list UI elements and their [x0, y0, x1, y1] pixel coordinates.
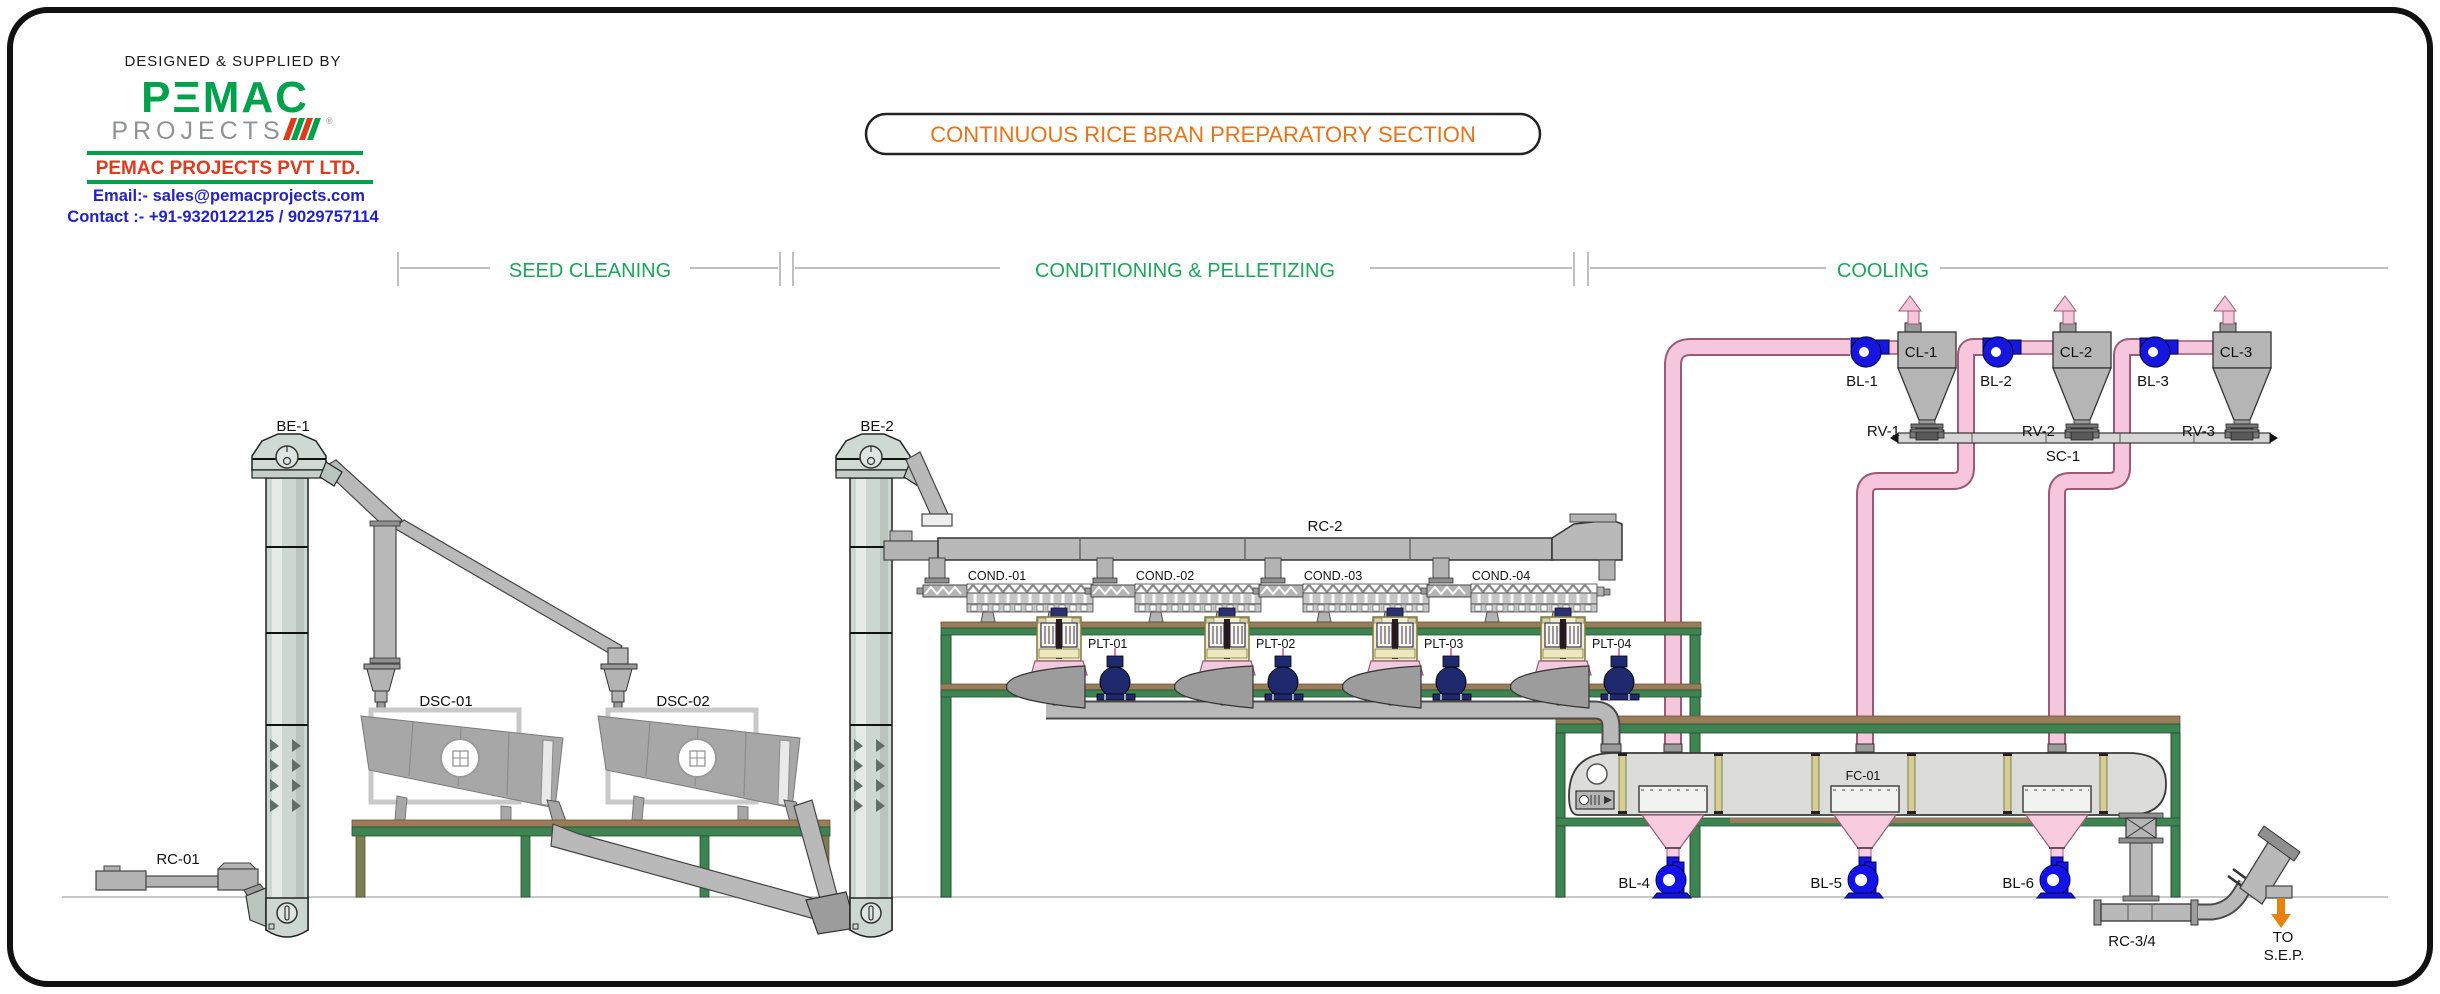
pink-air-pipes: [1664, 338, 2214, 753]
be1-label: BE-1: [276, 418, 309, 435]
bl6-label: BL-6: [2002, 875, 2034, 892]
rc34-label: RC-3/4: [2108, 933, 2156, 950]
destoner-table: [351, 819, 831, 898]
plt03-label: PLT-03: [1424, 637, 1463, 651]
cooler-sight-glass: [1586, 763, 1608, 785]
bl2-label: BL-2: [1980, 373, 2012, 390]
to-sep-label-line1: TO: [2273, 929, 2294, 946]
rc2-label: RC-2: [1307, 518, 1342, 535]
rc2-spout-2: [1092, 557, 1118, 584]
sc1-label: SC-1: [2046, 448, 2080, 465]
cl3-label: CL-3: [2220, 344, 2253, 361]
bl2-suction-pipe: [1858, 340, 1985, 753]
section-cooling: COOLING: [1837, 260, 1929, 282]
cooler-discharge-assembly: [2118, 812, 2164, 902]
title-banner: CONTINUOUS RICE BRAN PREPARATORY SECTION: [864, 112, 1542, 156]
conveyor-rc2: [883, 513, 1623, 581]
cl1-label: CL-1: [1905, 344, 1938, 361]
cond04-label: COND.-04: [1472, 569, 1530, 583]
rc2-spout-4: [1428, 557, 1454, 584]
sep-transfer-chute: [2198, 825, 2301, 921]
bl3-suction-pipe: [2050, 340, 2142, 753]
cooling-post-right: [2170, 732, 2181, 898]
brand-rule-top: [87, 151, 363, 155]
be2-discharge-chute: [905, 451, 953, 527]
section-conditioning-pelletizing: CONDITIONING & PELLETIZING: [1035, 260, 1335, 282]
to-sep-label-line2: S.E.P.: [2264, 947, 2305, 964]
cooler-drive-box: [1575, 790, 1615, 810]
dsc01-label: DSC-01: [419, 693, 472, 710]
rc2-spout-3: [1260, 557, 1286, 584]
destoner-discharge-chute: [550, 799, 857, 935]
bl5-label: BL-5: [1810, 875, 1842, 892]
fc01-label: FC-01: [1846, 769, 1881, 783]
company-name: PEMAC PROJECTS PVT LTD.: [96, 158, 361, 179]
cond03-label: COND.-03: [1304, 569, 1362, 583]
cond02-label: COND.-02: [1136, 569, 1194, 583]
cond01-label: COND.-01: [968, 569, 1026, 583]
conveyor-rc34: [2093, 899, 2199, 926]
page-title: CONTINUOUS RICE BRAN PREPARATORY SECTION: [930, 122, 1476, 147]
plt01-label: PLT-01: [1088, 637, 1127, 651]
section-seed-cleaning: SEED CLEANING: [509, 260, 671, 282]
brand-rule-bottom: [87, 180, 373, 184]
cl2-label: CL-2: [2060, 344, 2093, 361]
plt04-label: PLT-04: [1592, 637, 1631, 651]
cooling-post-left: [1555, 732, 1566, 898]
projects-logo-text: PROJECTS: [111, 117, 284, 145]
to-sep-arrow-icon: [2271, 898, 2291, 928]
rc2-spout-1: [924, 557, 950, 584]
cooler-fc01: [1568, 752, 2167, 816]
rv1-label: RV-1: [1867, 423, 1900, 440]
bl3-label: BL-3: [2137, 373, 2169, 390]
plt02-label: PLT-02: [1256, 637, 1295, 651]
bl1-label: BL-1: [1846, 373, 1878, 390]
rc2-end-spout: [1598, 559, 1616, 581]
cooler-inlet-collars: [1663, 743, 2067, 753]
rv3-label: RV-3: [2182, 423, 2215, 440]
logo-stripes-icon: [283, 118, 321, 140]
dsc02-label: DSC-02: [656, 693, 709, 710]
bl4-label: BL-4: [1618, 875, 1650, 892]
trademark-symbol: ®: [326, 116, 333, 126]
platform-post-left: [940, 634, 952, 898]
designed-by-text: DESIGNED & SUPPLIED BY: [124, 53, 341, 70]
contact-text: Contact :- +91-9320122125 / 9029757114: [67, 208, 379, 226]
pellet-discharge-pipe: [1046, 700, 1622, 753]
bl1-suction-pipe: [1666, 340, 1850, 753]
rc01-label: RC-01: [156, 851, 199, 868]
rv2-label: RV-2: [2022, 423, 2055, 440]
be2-label: BE-2: [860, 418, 893, 435]
branding-block: DESIGNED & SUPPLIED BY PΞMAC PROJECTS ® …: [67, 53, 379, 226]
pemac-logo-text: PΞMAC: [141, 73, 309, 122]
be1-distribution-chute: [320, 459, 629, 665]
section-headers: [397, 252, 2388, 286]
email-text: Email:- sales@pemacprojects.com: [93, 187, 365, 205]
